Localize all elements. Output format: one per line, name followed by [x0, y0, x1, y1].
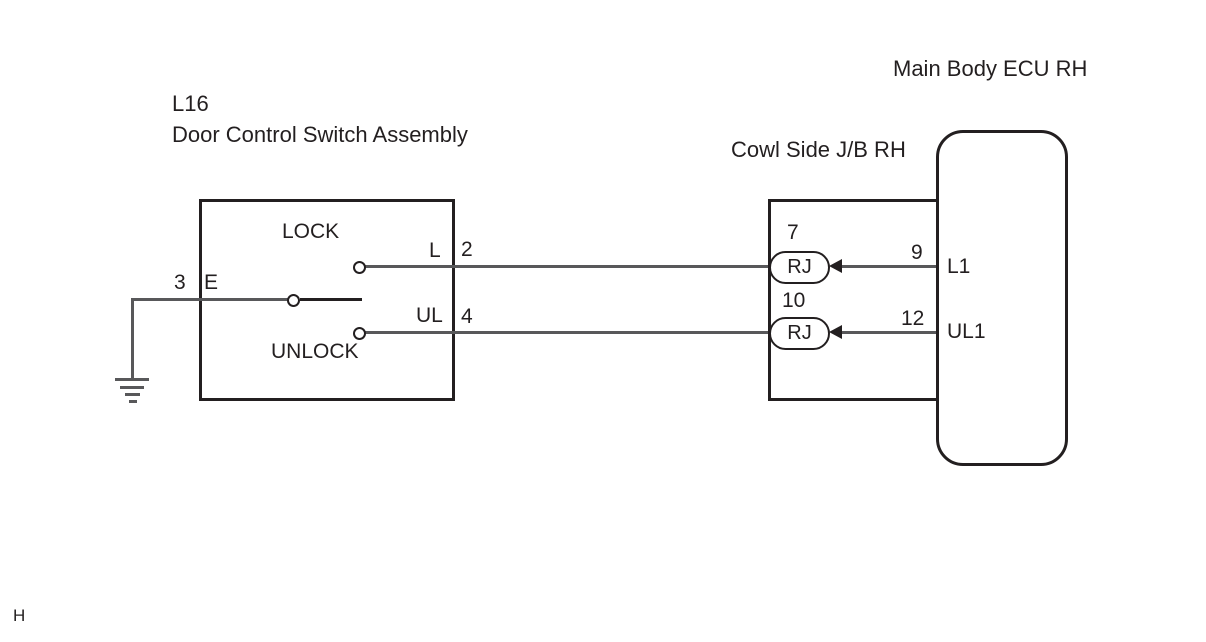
pin-e-name: E [204, 271, 219, 294]
common-contact-circle [287, 294, 300, 307]
unlock-label: UNLOCK [271, 340, 359, 363]
page-mark: H [13, 606, 26, 625]
pin-ul-name: UL [416, 304, 443, 327]
pin-l-number: 2 [461, 238, 473, 261]
wire-unlock [365, 331, 769, 334]
rj-connector-2-code: RJ [787, 322, 812, 344]
jb-conn2-pin: 10 [782, 289, 806, 312]
pin-l-name: L [429, 239, 441, 262]
jb-title: Cowl Side J/B RH [731, 137, 906, 162]
switch-ref-code: L16 [172, 91, 209, 116]
wire-e-common [202, 298, 288, 301]
switch-name: Door Control Switch Assembly [172, 122, 468, 147]
wire-lock [365, 265, 769, 268]
ground-bar-2 [120, 386, 144, 389]
rj-connector-1: RJ [769, 251, 830, 284]
pin-ul-number: 4 [461, 305, 473, 328]
wire-ecu-l1 [840, 265, 936, 268]
wire-ground-vertical [131, 298, 134, 381]
ground-bar-3 [125, 393, 140, 396]
jb-conn1-pin: 7 [787, 221, 799, 244]
rj-connector-1-code: RJ [787, 256, 812, 278]
pin-e-number: 3 [174, 271, 186, 294]
arrow-left-icon-l1 [829, 259, 842, 273]
arrow-left-icon-ul1 [829, 325, 842, 339]
junction-box [768, 199, 939, 401]
lock-contact-circle [353, 261, 366, 274]
ecu-pin2-name: UL1 [947, 320, 986, 343]
rj-connector-2: RJ [769, 317, 830, 350]
unlock-contact-circle [353, 327, 366, 340]
ecu-title: Main Body ECU RH [893, 56, 1088, 81]
ecu-pin2-number: 12 [901, 307, 925, 330]
wire-ground-horizontal [131, 298, 202, 301]
switch-arm [300, 298, 362, 301]
ground-bar-4 [129, 400, 137, 403]
lock-label: LOCK [282, 220, 340, 243]
ecu-pin1-number: 9 [911, 241, 923, 264]
ecu-box [936, 130, 1068, 466]
ground-bar-1 [115, 378, 149, 381]
wire-ecu-ul1 [840, 331, 936, 334]
ecu-pin1-name: L1 [947, 255, 971, 278]
